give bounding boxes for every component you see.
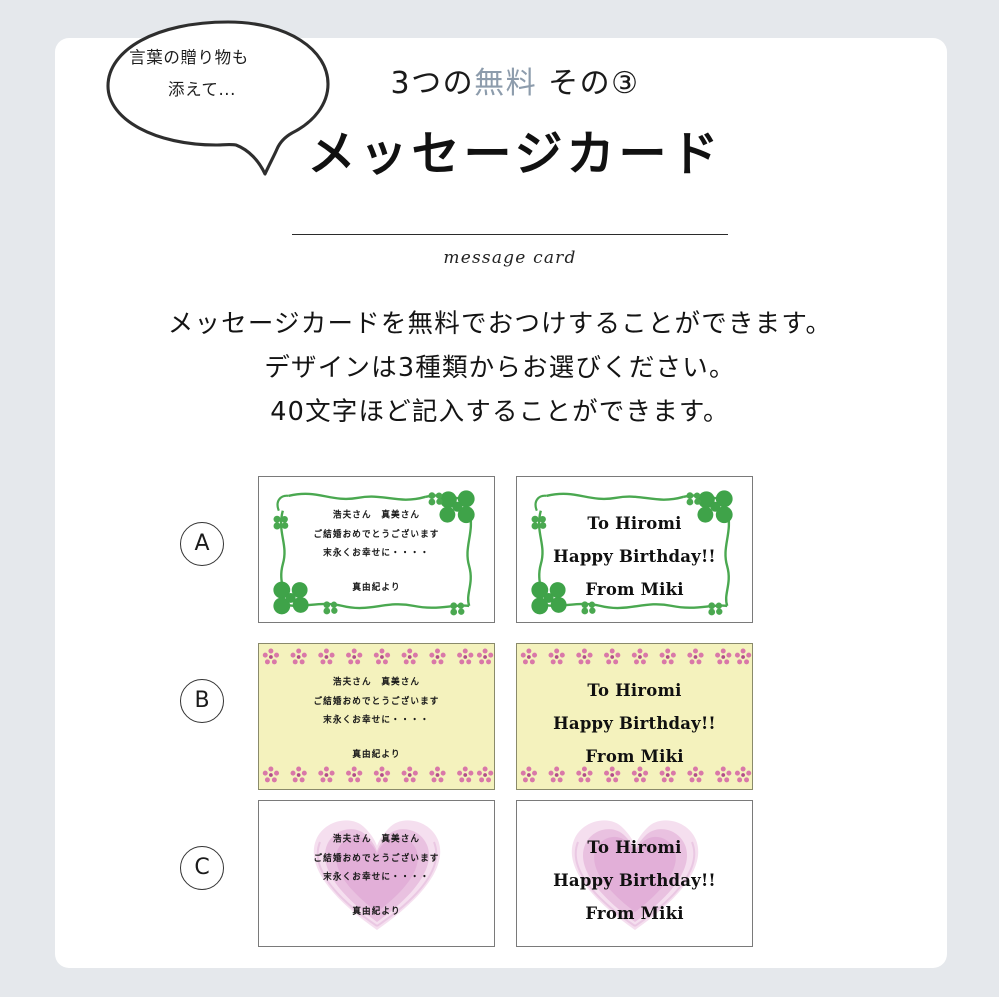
kicker-suffix: その③: [537, 66, 640, 101]
kicker-prefix: 3つの: [390, 66, 475, 101]
header-block: 3つの無料 その③ メッセージカード: [245, 58, 785, 184]
kicker-line: 3つの無料 その③: [245, 58, 785, 102]
en-message-line-1: To Hiromi: [587, 681, 682, 700]
clover-frame-icon: [531, 490, 733, 616]
en-message-line-2: Happy Birthday!!: [553, 714, 716, 733]
floral-band-top-icon: [262, 648, 494, 665]
card-a-japanese[interactable]: 浩夫さん 真美さん ご結婚おめでとうございます 末永くお幸せに・・・・ 真由紀よ…: [258, 476, 495, 623]
card-a-english[interactable]: To Hiromi Happy Birthday!! From Miki: [516, 476, 753, 623]
body-copy-line-3: 40文字ほど記入することができます。: [270, 396, 730, 427]
design-label-b: B: [180, 679, 224, 723]
en-message-line-3: From Miki: [585, 747, 684, 766]
design-label-c: C: [180, 846, 224, 890]
card-c-japanese-signature: 真由紀より: [352, 906, 401, 918]
card-b-japanese[interactable]: 浩夫さん 真美さん ご結婚おめでとうございます 末永くお幸せに・・・・ 真由紀よ…: [258, 643, 495, 790]
heart-icon: [571, 819, 698, 930]
jp-message-line-2: ご結婚おめでとうございます: [313, 696, 440, 707]
speech-bubble-line-1: 言葉の贈り物も: [129, 48, 249, 67]
card-c-japanese[interactable]: 浩夫さん 真美さん ご結婚おめでとうございます 末永くお幸せに・・・・ 真由紀よ…: [258, 800, 495, 947]
speech-bubble: 言葉の贈り物も 添えて...: [60, 0, 360, 208]
speech-bubble-outline: [106, 20, 330, 176]
jp-message-line-3: 末永くお幸せに・・・・: [323, 548, 430, 559]
en-message-line-2: Happy Birthday!!: [553, 871, 716, 890]
card-c-english-message: To Hiromi Happy Birthday!! From Miki: [517, 831, 752, 930]
card-c-english[interactable]: To Hiromi Happy Birthday!! From Miki: [516, 800, 753, 947]
page-subtitle: message card: [443, 248, 577, 268]
floral-band-bottom-icon: [520, 766, 752, 783]
en-message-line-1: To Hiromi: [587, 514, 682, 533]
title-divider: [292, 234, 728, 235]
clover-frame-icon: [273, 490, 475, 616]
card-a-japanese-signature: 真由紀より: [352, 582, 401, 594]
jp-message-line-1: 浩夫さん 真美さん: [332, 677, 421, 688]
en-message-line-3: From Miki: [585, 580, 684, 599]
card-a-english-message: To Hiromi Happy Birthday!! From Miki: [517, 507, 752, 606]
card-b-english[interactable]: To Hiromi Happy Birthday!! From Miki: [516, 643, 753, 790]
jp-message-line-2: ご結婚おめでとうございます: [313, 853, 440, 864]
jp-message-line-3: 末永くお幸せに・・・・: [323, 715, 430, 726]
floral-band-bottom-icon: [262, 766, 494, 783]
page-title: メッセージカード: [307, 126, 723, 182]
floral-band-top-icon: [520, 648, 752, 665]
card-b-japanese-message: 浩夫さん 真美さん ご結婚おめでとうございます 末永くお幸せに・・・・: [259, 674, 494, 731]
card-a-japanese-message: 浩夫さん 真美さん ご結婚おめでとうございます 末永くお幸せに・・・・: [259, 507, 494, 564]
jp-message-line-1: 浩夫さん 真美さん: [332, 510, 421, 521]
en-message-line-2: Happy Birthday!!: [553, 547, 716, 566]
jp-message-line-1: 浩夫さん 真美さん: [332, 834, 421, 845]
body-copy-line-2: デザインは3種類からお選びください。: [264, 352, 736, 383]
jp-message-line-3: 末永くお幸せに・・・・: [323, 872, 430, 883]
page-sheet: [55, 38, 947, 968]
card-b-japanese-signature: 真由紀より: [352, 749, 401, 761]
speech-bubble-line-2: 添えて...: [167, 80, 236, 100]
body-copy-line-1: メッセージカードを無料でおつけすることができます。: [167, 309, 833, 339]
card-b-english-message: To Hiromi Happy Birthday!! From Miki: [517, 674, 752, 773]
jp-message-line-2: ご結婚おめでとうございます: [313, 529, 440, 540]
heart-icon: [313, 819, 440, 930]
design-label-a: A: [180, 522, 224, 566]
kicker-free-highlight: 無料: [474, 66, 538, 101]
card-c-japanese-message: 浩夫さん 真美さん ご結婚おめでとうございます 末永くお幸せに・・・・: [259, 831, 494, 888]
en-message-line-3: From Miki: [585, 904, 684, 923]
speech-bubble-text: 言葉の贈り物も 添えて...: [60, 42, 318, 106]
body-copy: メッセージカードを無料でおつけすることができます。 デザインは3種類からお選びく…: [100, 303, 900, 435]
en-message-line-1: To Hiromi: [587, 838, 682, 857]
